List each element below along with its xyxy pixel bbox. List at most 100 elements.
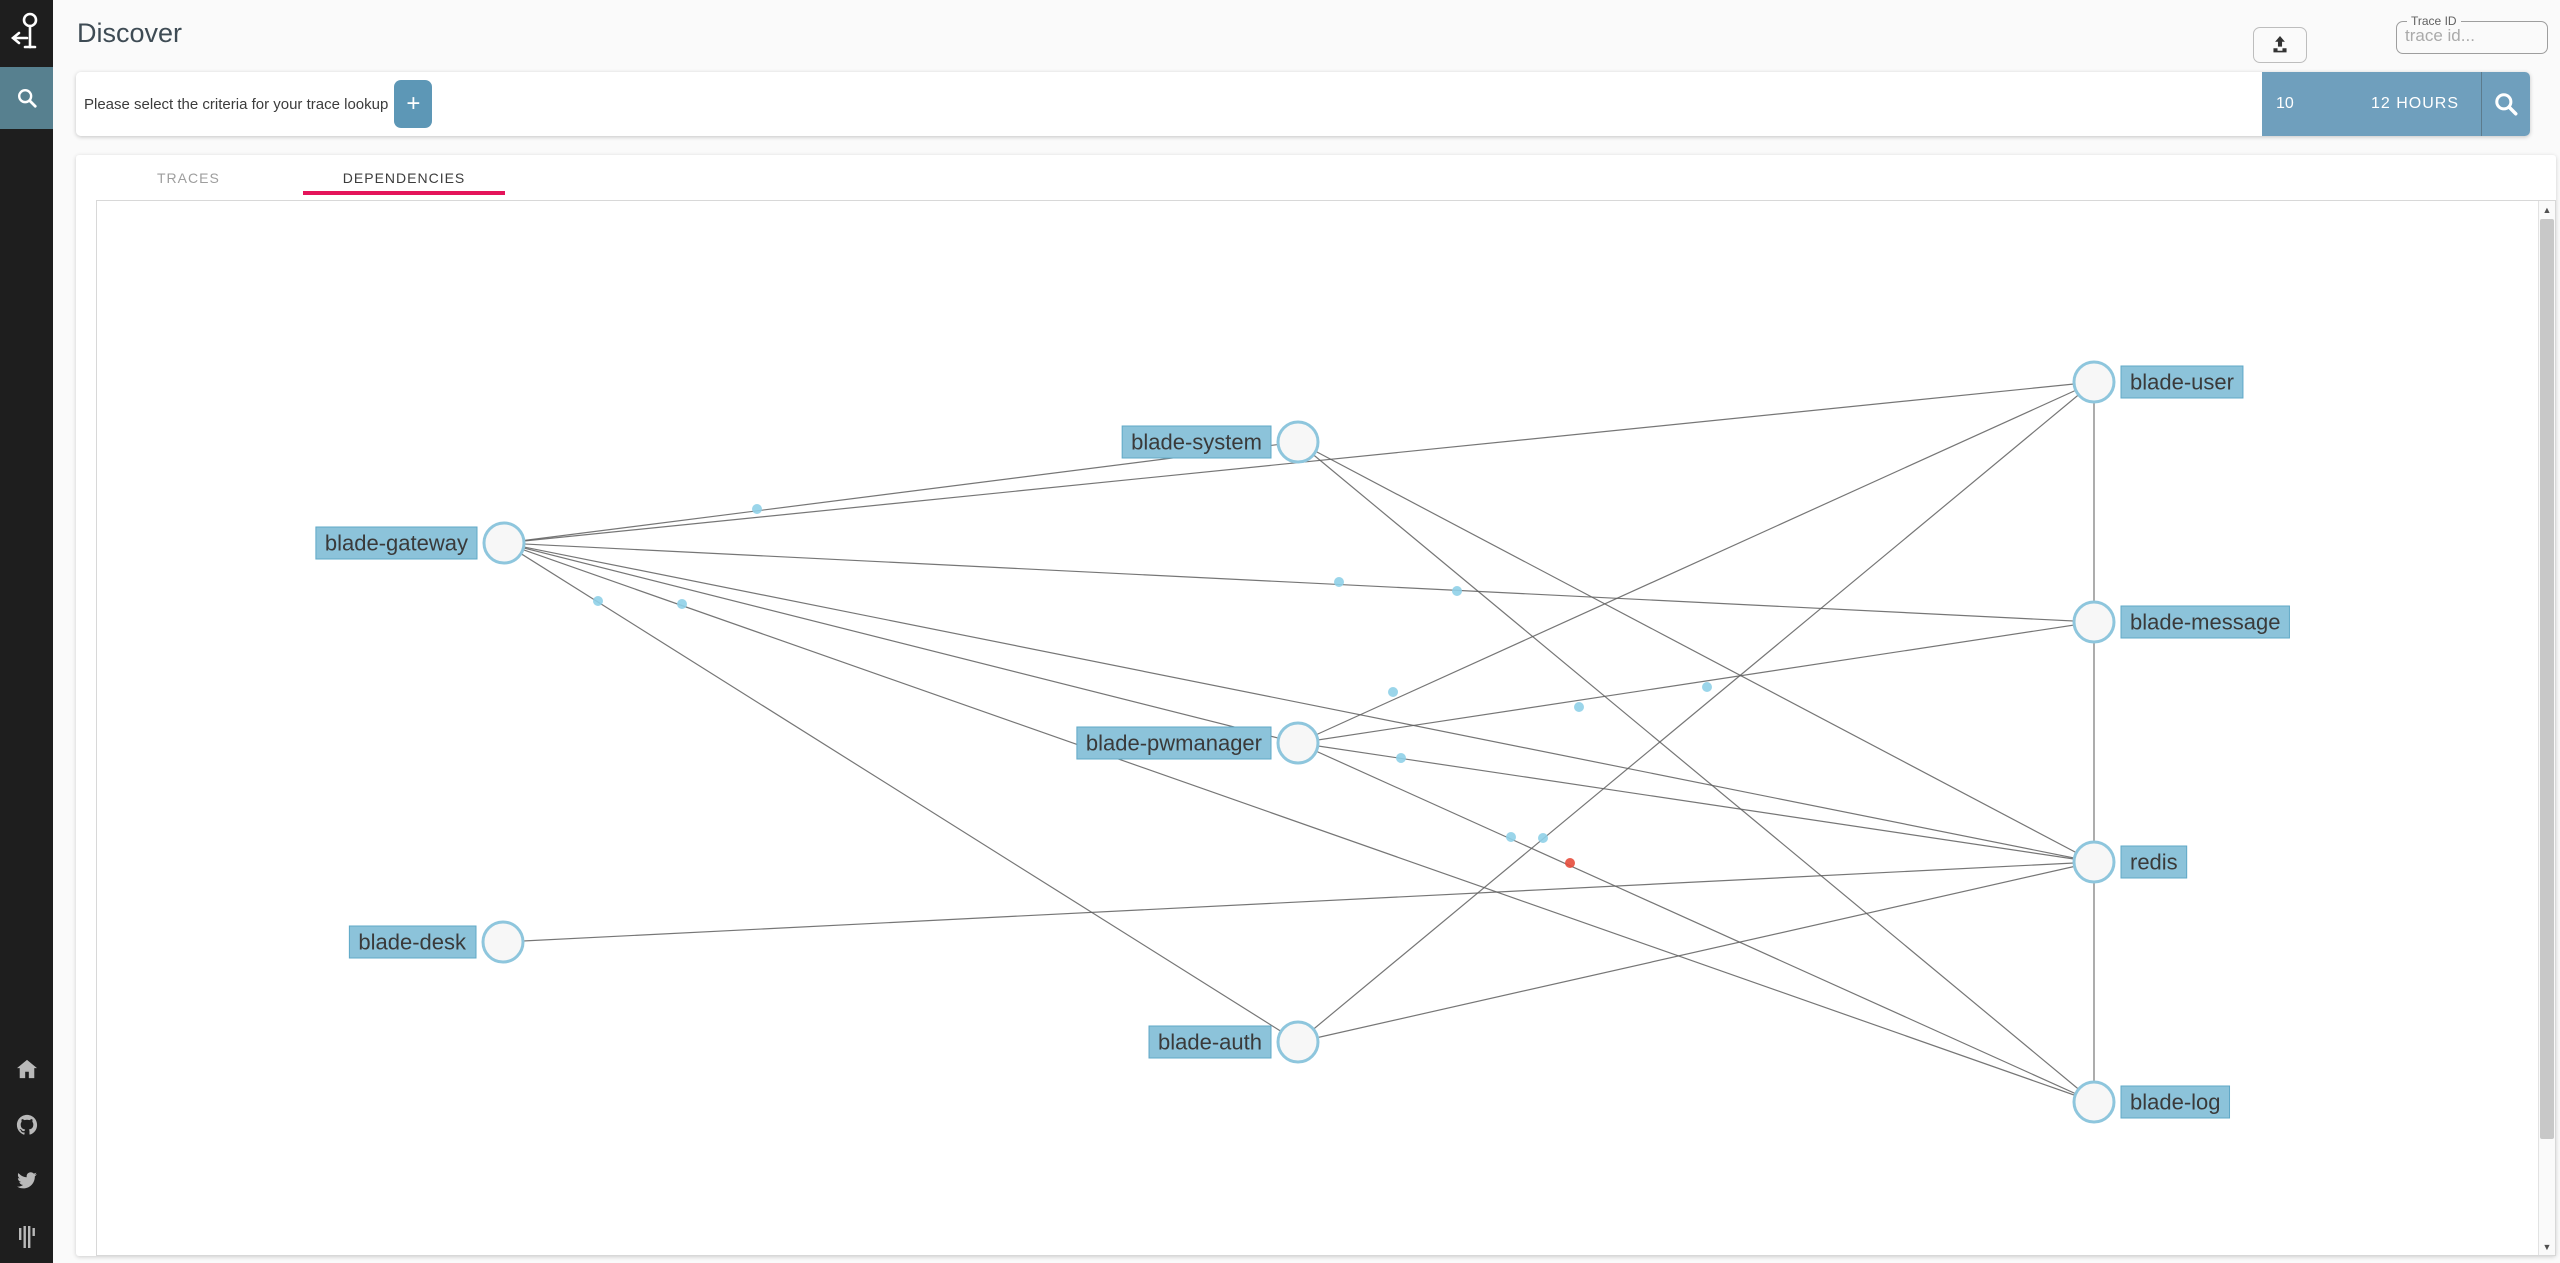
tab-dependencies[interactable]: DEPENDENCIES [302,155,506,200]
search-settings-block: 10 12 HOURS [2262,72,2530,136]
graph-edge-blade-system-blade-log [1297,441,2095,1103]
node-label-box[interactable] [1076,726,1272,760]
node-circle[interactable] [2072,1080,2116,1124]
traffic-dot [677,599,687,609]
sidebar [0,0,53,1263]
vertical-scrollbar[interactable]: ▲ ▼ [2538,201,2555,1255]
node-circle[interactable] [1276,420,1320,464]
add-criteria-button[interactable]: + [394,80,433,128]
node-circle[interactable] [481,920,525,964]
graph-node-blade-gateway[interactable]: blade-gateway [315,521,526,565]
github-icon[interactable] [15,1113,39,1137]
graph-edge-blade-auth-blade-user [1297,381,2095,1043]
divider [2481,72,2482,136]
traffic-dot [1506,832,1516,842]
node-circle[interactable] [2072,840,2116,884]
trace-id-input[interactable] [2405,26,2535,46]
node-label-box[interactable] [2120,845,2188,879]
graph-edge-blade-gateway-blade-system [503,441,1299,544]
graph-node-blade-pwmanager[interactable]: blade-pwmanager [1076,721,1320,765]
error-dot [1565,858,1575,868]
graph-node-blade-log[interactable]: blade-log [2072,1080,2231,1124]
graph-edge-blade-gateway-blade-auth [503,542,1299,1043]
traffic-dot [1334,577,1344,587]
node-label-box[interactable] [1148,1025,1272,1059]
graph-edge-blade-pwmanager-blade-message [1297,621,2095,744]
scroll-up-arrow[interactable]: ▲ [2542,204,2552,215]
node-label-box[interactable] [315,526,478,560]
search-criteria-bar: Please select the criteria for your trac… [76,72,2530,136]
node-label-box[interactable] [2120,605,2290,639]
zipkin-logo-icon [10,12,37,49]
run-search-button[interactable] [2482,72,2530,136]
node-label-text: blade-log [2130,1090,2221,1115]
trace-id-field: Trace ID [2396,14,2548,54]
node-circle[interactable] [1276,721,1320,765]
graph-edge-blade-gateway-blade-message [503,542,2095,623]
gitter-icon[interactable] [15,1225,39,1249]
node-label-text: blade-desk [358,930,467,955]
dependency-graph-viewport: blade-gateway blade-desk blade-system blade… [96,200,2556,1256]
graph-node-blade-auth[interactable]: blade-auth [1148,1020,1320,1064]
node-label-text: blade-system [1131,430,1262,455]
tab-traces[interactable]: TRACES [117,155,260,200]
upload-icon [2273,36,2287,53]
tab-underline [302,191,506,195]
result-limit[interactable]: 10 [2276,95,2294,112]
trace-id-label: Trace ID [2411,14,2457,28]
graph-edge-blade-desk-redis [502,861,2095,943]
tab-bar: TRACES DEPENDENCIES [76,155,2556,200]
upload-trace-button[interactable] [2253,27,2307,63]
graph-edge-blade-system-redis [1297,441,2095,863]
zipkin-logo-icon[interactable] [0,0,53,66]
graph-node-blade-message[interactable]: blade-message [2072,600,2290,644]
node-label-text: blade-pwmanager [1086,731,1262,756]
traffic-dot [1538,833,1548,843]
home-icon[interactable] [15,1057,39,1081]
traffic-dot [1388,687,1398,697]
twitter-icon[interactable] [15,1169,39,1193]
lookback-selector[interactable]: 12 HOURS [2370,95,2459,112]
node-circle[interactable] [2072,360,2116,404]
node-label-text: redis [2130,850,2178,875]
tab-traces-label: TRACES [157,169,220,186]
node-label-box[interactable] [348,925,477,959]
graph-edge-blade-gateway-blade-pwmanager [503,542,1299,744]
sidebar-search-tile[interactable] [0,67,53,129]
traffic-dot [1396,753,1406,763]
node-label-text: blade-message [2130,610,2280,635]
traffic-dot [1452,586,1462,596]
page-title: Discover [77,18,183,48]
graph-edge-blade-gateway-redis [503,542,2095,863]
tab-dependencies-label: DEPENDENCIES [342,169,466,186]
traffic-dot [752,504,762,514]
criteria-prompt: Please select the criteria for your trac… [84,95,389,113]
node-label-box[interactable] [1121,425,1272,459]
traffic-dot [1574,702,1584,712]
node-label-text: blade-auth [1158,1030,1262,1055]
graph-node-blade-system[interactable]: blade-system [1121,420,1320,464]
node-label-box[interactable] [2120,1085,2231,1119]
criteria-input-area[interactable]: Please select the criteria for your trac… [76,72,2262,136]
graph-node-redis[interactable]: redis [2072,840,2188,884]
graph-edge-blade-pwmanager-blade-user [1297,381,2095,744]
traffic-dot [1702,682,1712,692]
scrollbar-thumb[interactable] [2540,219,2554,1139]
scroll-down-arrow[interactable]: ▼ [2542,1241,2552,1252]
graph-node-blade-user[interactable]: blade-user [2072,360,2244,404]
graph-edge-blade-pwmanager-blade-log [1297,742,2095,1103]
node-label-box[interactable] [2120,365,2244,399]
graph-node-blade-desk[interactable]: blade-desk [348,920,525,964]
traffic-dot [593,596,603,606]
node-circle[interactable] [482,521,526,565]
search-icon [17,89,37,108]
graph-edge-blade-pwmanager-redis [1297,742,2095,863]
node-circle[interactable] [1276,1020,1320,1064]
graph-edge-blade-gateway-blade-log [503,542,2095,1103]
node-circle[interactable] [2072,600,2116,644]
dependency-graph: blade-gateway blade-desk blade-system blade… [315,360,2290,1124]
search-icon [2495,93,2518,116]
node-label-text: blade-gateway [325,531,468,556]
results-card: TRACES DEPENDENCIES blade-gateway blade-d… [76,155,2556,1256]
